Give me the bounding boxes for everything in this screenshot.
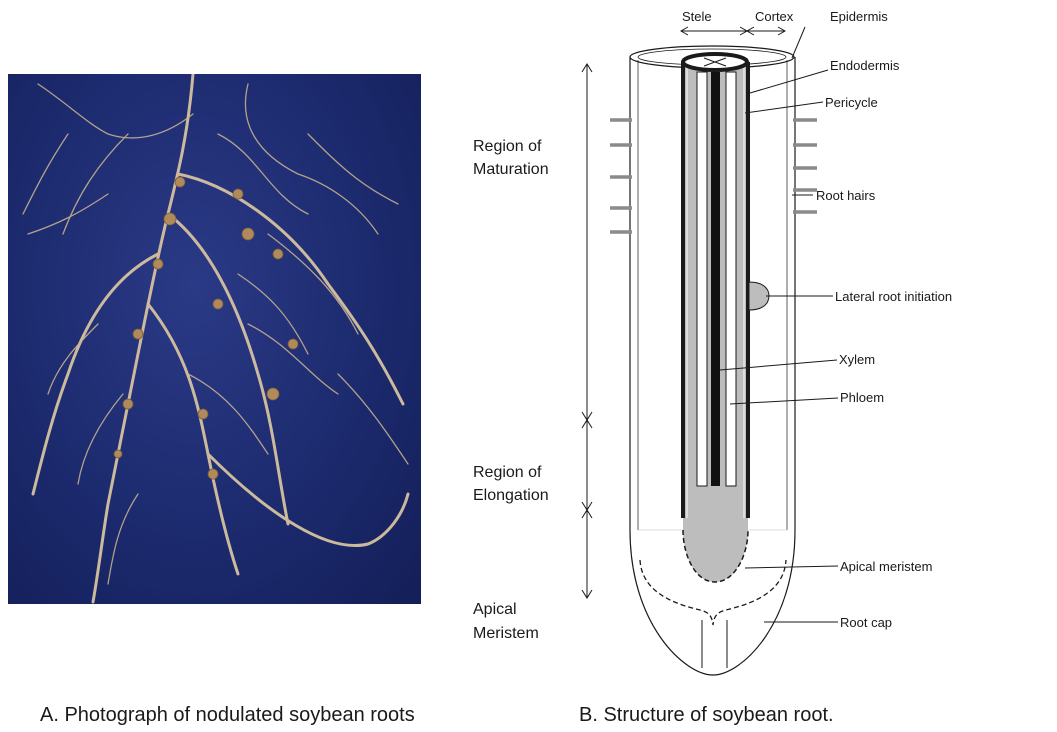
label-stele: Stele bbox=[682, 9, 712, 24]
label-epidermis: Epidermis bbox=[830, 9, 888, 24]
root-structure-svg: Stele Cortex Epidermis Region of Maturat… bbox=[430, 0, 1057, 680]
label-region-elongation-1: Region of bbox=[473, 464, 542, 481]
label-region-apical-2: Meristem bbox=[473, 625, 539, 642]
label-region-apical-1: Apical bbox=[473, 601, 517, 618]
label-root-cap: Root cap bbox=[840, 615, 892, 630]
lateral-root-bump bbox=[749, 282, 769, 310]
label-apical-meristem: Apical meristem bbox=[840, 559, 932, 574]
apical-meristem bbox=[683, 518, 748, 582]
label-root-hairs: Root hairs bbox=[816, 188, 876, 203]
roots-illustration bbox=[8, 74, 421, 604]
label-xylem: Xylem bbox=[839, 352, 875, 367]
caption-a: A. Photograph of nodulated soybean roots bbox=[40, 704, 415, 727]
label-region-maturation-2: Maturation bbox=[473, 161, 549, 178]
phloem-strand-left bbox=[697, 72, 707, 486]
label-region-maturation-1: Region of bbox=[473, 138, 542, 155]
phloem-strand-right bbox=[726, 72, 736, 486]
caption-b: B. Structure of soybean root. bbox=[579, 704, 834, 727]
xylem bbox=[711, 72, 720, 486]
label-cortex: Cortex bbox=[755, 9, 794, 24]
label-phloem: Phloem bbox=[840, 390, 884, 405]
soybean-roots-photo bbox=[8, 74, 421, 604]
label-endodermis: Endodermis bbox=[830, 58, 900, 73]
label-lateral-root-initiation: Lateral root initiation bbox=[835, 289, 952, 304]
root-structure-diagram: Stele Cortex Epidermis Region of Maturat… bbox=[430, 0, 1057, 680]
label-region-elongation-2: Elongation bbox=[473, 487, 549, 504]
label-pericycle: Pericycle bbox=[825, 95, 878, 110]
